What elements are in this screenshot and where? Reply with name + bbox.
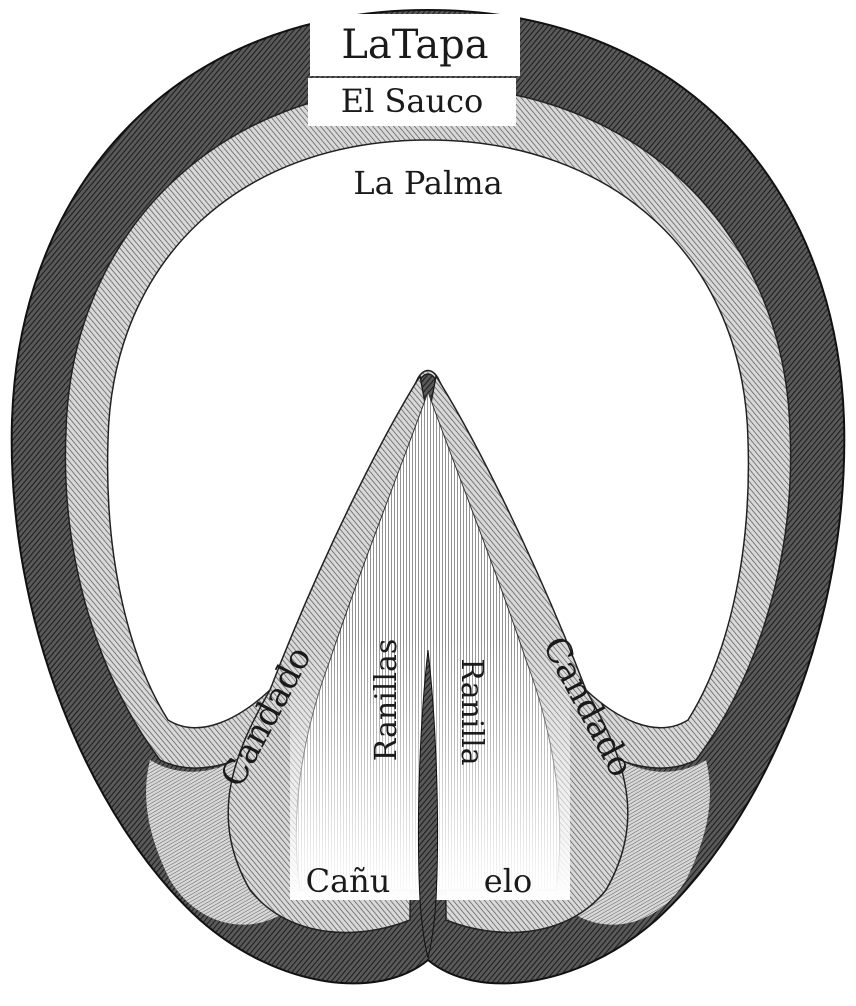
- label-canuelo-left: Cañu: [306, 862, 391, 900]
- label-canuelo-right: elo: [484, 862, 532, 900]
- label-el-sauco: El Sauco: [341, 82, 484, 120]
- label-ranillas-left: Ranillas: [369, 639, 404, 762]
- label-la-tapa: LaTapa: [341, 22, 488, 68]
- label-la-palma: La Palma: [353, 164, 502, 202]
- label-ranilla-right: Ranilla: [454, 658, 489, 765]
